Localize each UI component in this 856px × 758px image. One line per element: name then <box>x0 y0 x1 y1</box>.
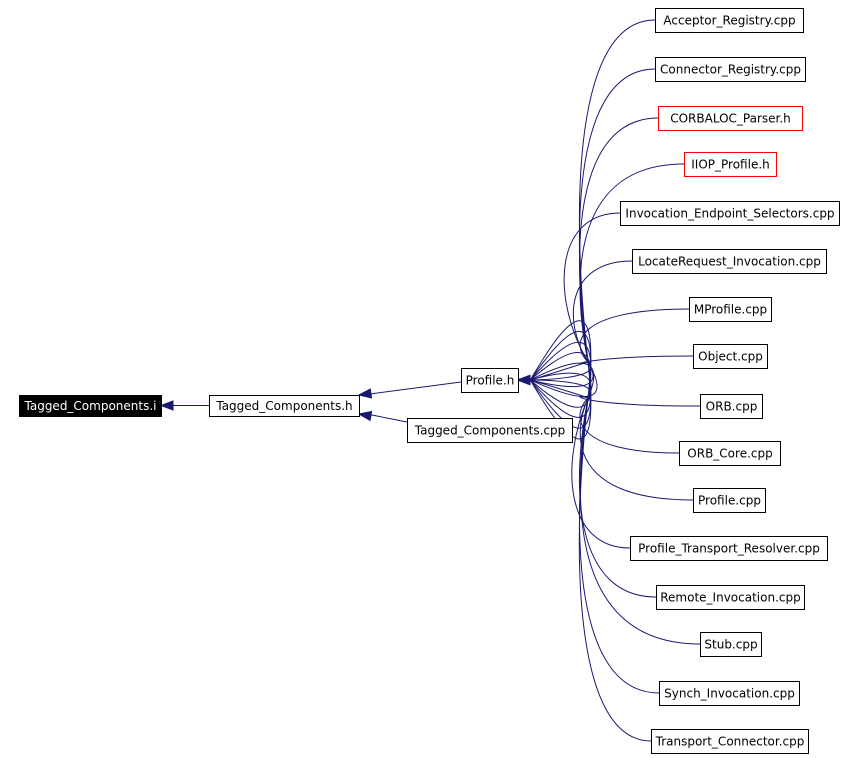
edge-line <box>529 355 694 381</box>
node-box <box>19 395 162 417</box>
node-box <box>693 488 766 513</box>
node-mprofile-cpp[interactable]: MProfile.cpp <box>689 297 772 322</box>
node-remote-invocation-cpp[interactable]: Remote_Invocation.cpp <box>656 585 805 610</box>
node-profile-cpp[interactable]: Profile.cpp <box>693 488 766 513</box>
node-orb-core-cpp[interactable]: ORB_Core.cpp <box>679 441 781 466</box>
node-acceptor-registry-cpp[interactable]: Acceptor_Registry.cpp <box>655 8 804 33</box>
edge-line <box>529 379 701 407</box>
node-box <box>461 368 519 393</box>
edge-tagged_components_h-to-tagged_components_i <box>159 400 209 411</box>
edge-synch_invocation_cpp-to-profile_h <box>516 330 660 694</box>
node-label: MProfile.cpp <box>694 303 767 317</box>
edge-arrowhead <box>159 400 174 411</box>
node-label: Tagged_Components.i <box>24 399 157 413</box>
node-box <box>630 536 828 561</box>
edge-iiop_profile_h-to-profile_h <box>516 163 685 408</box>
edge-line <box>529 308 690 381</box>
node-locaterequest-invocation-cpp[interactable]: LocateRequest_Invocation.cpp <box>632 249 827 274</box>
edge-line <box>529 320 652 742</box>
edge-arrowhead <box>357 388 373 399</box>
edge-invocation_endpoint_selectors_cpp-to-profile_h <box>516 212 621 398</box>
node-label: Tagged_Components.h <box>215 399 352 413</box>
edge-transport_connector_cpp-to-profile_h <box>516 320 652 742</box>
node-box <box>684 152 777 177</box>
node-synch-invocation-cpp[interactable]: Synch_Invocation.cpp <box>659 681 800 706</box>
node-label: Profile.h <box>466 374 515 388</box>
node-box <box>656 585 805 610</box>
node-label: LocateRequest_Invocation.cpp <box>638 255 821 269</box>
edge-connector_registry_cpp-to-profile_h <box>516 68 656 429</box>
node-box <box>632 249 827 274</box>
edge-line <box>369 414 408 423</box>
node-box <box>689 297 772 322</box>
node-label: Acceptor_Registry.cpp <box>663 14 795 28</box>
node-box <box>209 395 360 417</box>
edge-profile_transport_resolver_cpp-to-profile_h <box>516 362 631 549</box>
edge-arrowhead <box>516 374 531 386</box>
node-tagged-components-i[interactable]: Tagged_Components.i <box>19 395 162 417</box>
node-label: Profile.cpp <box>698 494 761 508</box>
node-label: Invocation_Endpoint_Selectors.cpp <box>625 207 834 221</box>
node-box <box>679 441 781 466</box>
node-box <box>651 729 809 754</box>
node-box <box>655 57 806 82</box>
edge-line <box>529 163 685 408</box>
node-box <box>659 681 800 706</box>
node-connector-registry-cpp[interactable]: Connector_Registry.cpp <box>655 57 806 82</box>
edge-line <box>369 381 462 395</box>
node-box <box>407 418 573 443</box>
node-box <box>700 632 762 657</box>
node-box <box>620 201 840 226</box>
node-label: Stub.cpp <box>704 638 757 652</box>
node-label: IIOP_Profile.h <box>691 158 770 172</box>
edge-tagged_components_cpp-to-tagged_components_h <box>357 410 408 423</box>
node-label: Synch_Invocation.cpp <box>664 687 795 701</box>
node-tagged-components-cpp[interactable]: Tagged_Components.cpp <box>407 418 573 443</box>
edge-arrowhead <box>357 410 373 422</box>
edge-profile_h-to-tagged_components_h <box>357 381 462 399</box>
node-transport-connector-cpp[interactable]: Transport_Connector.cpp <box>651 729 809 754</box>
node-stub-cpp[interactable]: Stub.cpp <box>700 632 762 657</box>
node-box <box>658 106 803 131</box>
node-profile-h[interactable]: Profile.h <box>461 368 519 393</box>
edge-line <box>529 19 656 440</box>
node-box <box>655 8 804 33</box>
node-label: ORB_Core.cpp <box>687 447 772 461</box>
node-label: Tagged_Components.cpp <box>414 424 566 438</box>
node-iiop-profile-h[interactable]: IIOP_Profile.h <box>684 152 777 177</box>
node-invocation-endpoint-selectors-cpp[interactable]: Invocation_Endpoint_Selectors.cpp <box>620 201 840 226</box>
node-orb-cpp[interactable]: ORB.cpp <box>700 394 763 419</box>
node-label: CORBALOC_Parser.h <box>670 112 791 126</box>
node-corbaloc-parser-h[interactable]: CORBALOC_Parser.h <box>658 106 803 131</box>
edge-locaterequest_invocation_cpp-to-profile_h <box>516 260 633 388</box>
node-label: Remote_Invocation.cpp <box>660 591 800 605</box>
node-box <box>693 344 768 369</box>
node-box <box>700 394 763 419</box>
node-tagged-components-h[interactable]: Tagged_Components.h <box>209 395 360 417</box>
node-label: Transport_Connector.cpp <box>655 735 805 749</box>
node-label: ORB.cpp <box>706 400 758 414</box>
node-label: Connector_Registry.cpp <box>660 63 801 77</box>
node-label: Profile_Transport_Resolver.cpp <box>638 542 820 556</box>
edges-layer <box>159 19 701 742</box>
node-label: Object.cpp <box>698 350 763 364</box>
node-object-cpp[interactable]: Object.cpp <box>693 344 768 369</box>
node-profile-transport-resolver-cpp[interactable]: Profile_Transport_Resolver.cpp <box>630 536 828 561</box>
